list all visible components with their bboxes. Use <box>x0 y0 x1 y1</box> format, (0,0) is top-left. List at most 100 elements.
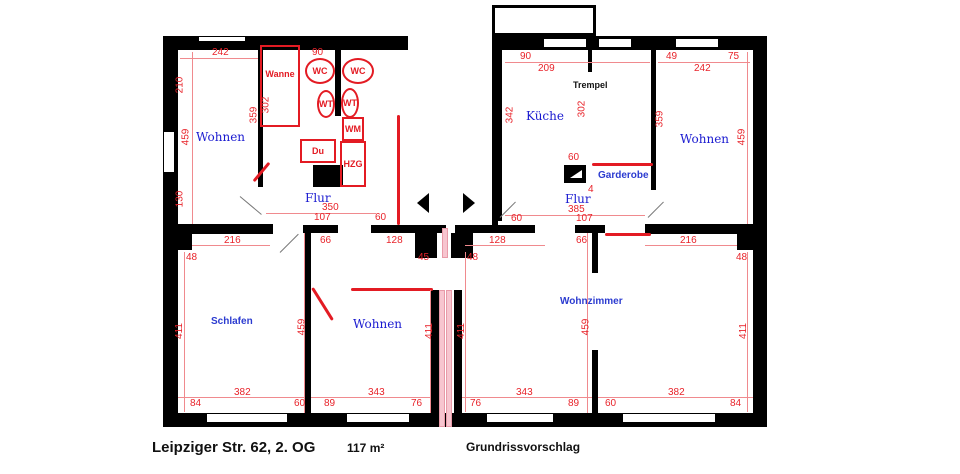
room-label-garderobe: Garderobe <box>598 170 649 181</box>
pillar-mid-left <box>415 233 437 258</box>
room-label-flur-left: Flur <box>305 191 331 205</box>
dimension-label: 90 <box>520 51 532 62</box>
dim-line <box>184 252 185 412</box>
dim-line <box>465 245 545 246</box>
dim-line <box>266 213 376 214</box>
fixture-wc-1: WC <box>305 58 335 84</box>
dimension-label: 359 <box>654 110 666 128</box>
fixture-wt-1: WT <box>317 90 335 118</box>
dimension-label: 216 <box>224 235 241 246</box>
dimension-label: 76 <box>411 398 423 409</box>
subtitle: Grundrissvorschlag <box>466 440 581 454</box>
dimension-label: 48 <box>736 252 748 263</box>
dim-line <box>192 245 270 246</box>
dim-line <box>645 245 737 246</box>
wall-corridor-mid-left <box>371 225 446 233</box>
dimension-label: 411 <box>455 323 467 339</box>
window-top-right <box>675 38 719 48</box>
dimension-label: 107 <box>314 212 331 223</box>
wall-corridor-left-2 <box>303 225 338 233</box>
dimension-label: 4 <box>588 184 594 195</box>
dimension-label: 60 <box>568 152 580 163</box>
dimension-label: 48 <box>186 252 198 263</box>
wall-stairs-right <box>492 180 498 225</box>
dim-line <box>505 62 650 63</box>
dimension-label: 350 <box>322 202 339 213</box>
window-top-trempel <box>598 38 632 48</box>
wall-wohnzimmer-div-bottom <box>592 350 598 413</box>
room-label-wohnen-top-left: Wohnen <box>196 130 246 144</box>
dimension-label: 459 <box>580 318 592 336</box>
wall-bottom <box>163 413 767 427</box>
dimension-label: 459 <box>180 128 192 146</box>
dimension-label: 60 <box>605 398 617 409</box>
dimension-label: 343 <box>516 387 533 398</box>
window-bottom-1 <box>206 413 288 423</box>
dimension-label: 210 <box>174 76 186 94</box>
dim-line <box>598 397 753 398</box>
wall-kitchen-trempel <box>588 50 592 72</box>
room-label-trempel: Trempel <box>573 80 608 90</box>
dimension-label: 60 <box>511 213 523 224</box>
address-title: Leipziger Str. 62, 2. OG <box>152 439 316 456</box>
wall-kitchen-right <box>651 50 656 190</box>
dimension-label: 343 <box>368 387 385 398</box>
dimension-label: 84 <box>730 398 742 409</box>
door-swing-1 <box>239 196 262 215</box>
dimension-label: 459 <box>736 128 748 146</box>
wall-schlafen-wohnen <box>305 233 311 413</box>
dimension-label: 342 <box>504 106 516 124</box>
fixture-wm: WM <box>342 117 364 141</box>
dimension-label: 89 <box>324 398 336 409</box>
dimension-label: 209 <box>538 63 555 74</box>
dim-line <box>658 62 750 63</box>
dim-line <box>747 52 748 224</box>
window-bottom-2 <box>346 413 410 423</box>
wall-stairs-left <box>492 36 502 221</box>
pillar-mid-right <box>451 233 473 258</box>
fixture-wanne: Wanne <box>260 45 300 127</box>
dimension-label: 60 <box>294 398 306 409</box>
dim-line <box>505 215 645 216</box>
door-swing-4 <box>647 201 664 218</box>
fixture-wc-2: WC <box>342 58 374 84</box>
balcony <box>492 5 596 36</box>
dimension-label: 411 <box>737 323 749 339</box>
dimension-label: 107 <box>576 213 593 224</box>
pipe-pink-2 <box>446 290 452 427</box>
room-label-kueche: Küche <box>526 109 564 123</box>
pipe-pink-1 <box>439 290 445 427</box>
dimension-label: 242 <box>212 47 229 58</box>
new-wall-wohnzimmer-door <box>605 233 651 236</box>
new-wall-wohnen-diagonal <box>311 287 334 321</box>
room-label-wohnzimmer: Wohnzimmer <box>560 296 623 307</box>
dimension-label: 216 <box>680 235 697 246</box>
fixture-hzg: HZG <box>340 141 366 187</box>
dimension-label: 66 <box>320 235 332 246</box>
dimension-label: 75 <box>728 51 740 62</box>
dim-line <box>587 233 588 413</box>
dimension-label: 128 <box>489 235 506 246</box>
window-bottom-3 <box>486 413 554 423</box>
window-bottom-4 <box>622 413 716 423</box>
area-label: 117 m² <box>347 441 385 455</box>
fixture-du: Du <box>300 139 336 163</box>
new-wall-flur <box>397 115 400 225</box>
dimension-label: 385 <box>568 204 585 215</box>
window-top-kitchen <box>543 38 587 48</box>
window-left <box>163 131 175 173</box>
dim-line <box>465 252 466 412</box>
dimension-label: 84 <box>190 398 202 409</box>
dim-line <box>180 58 258 59</box>
wall-bath-block <box>313 165 343 187</box>
wall-bath-divider <box>335 36 341 116</box>
dimension-label: 130 <box>174 190 186 208</box>
dim-line <box>747 252 748 412</box>
pillar-left <box>176 234 192 250</box>
chimney-triangle <box>570 170 582 178</box>
wall-corridor-mid-right <box>455 225 535 233</box>
dim-line <box>192 52 193 224</box>
dimension-label: 90 <box>312 47 324 58</box>
dimension-label: 49 <box>666 51 678 62</box>
